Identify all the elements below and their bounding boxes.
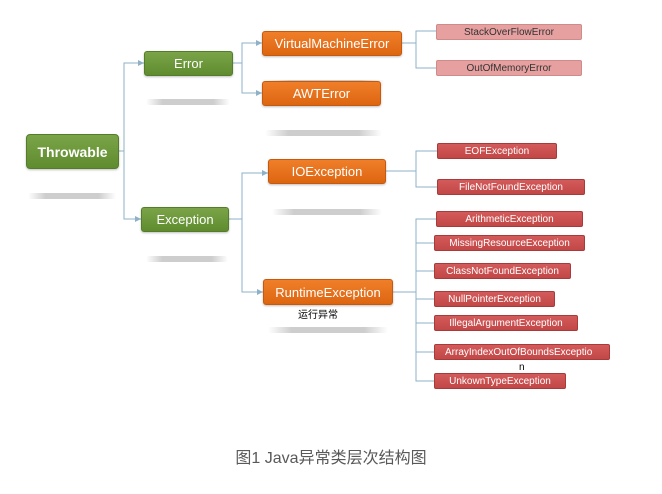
illegal-argument-exception-node: IllegalArgumentException [434, 315, 578, 331]
missing-resource-exception-node: MissingResourceException [434, 235, 585, 251]
virtual-machine-error-node: VirtualMachineError [262, 31, 402, 56]
eof-exception-node: EOFException [437, 143, 557, 159]
figure-caption: 图1 Java异常类层次结构图 [235, 450, 427, 467]
node-shadow [272, 209, 382, 215]
node-shadow [268, 327, 388, 333]
class-not-found-exception-node: ClassNotFoundException [434, 263, 571, 279]
null-pointer-exception-node: NullPointerException [434, 291, 555, 307]
error-node: Error [144, 51, 233, 76]
exception-node: Exception [141, 207, 229, 232]
runtime-exception-node: RuntimeException [263, 279, 393, 305]
throwable-node: Throwable [26, 134, 119, 169]
file-not-found-exception-node: FileNotFoundException [437, 179, 585, 195]
awt-error-node: AWTError [262, 81, 381, 106]
stack-overflow-error-node: StackOverFlowError [436, 24, 582, 40]
node-shadow [265, 130, 382, 136]
node-shadow [28, 193, 116, 199]
node-shadow [146, 256, 228, 262]
array-index-wrap-text: n [519, 362, 525, 373]
array-index-out-of-bounds-exception-node: ArrayIndexOutOfBoundsExceptio [434, 344, 610, 360]
arithmetic-exception-node: ArithmeticException [436, 211, 583, 227]
unknown-type-exception-node: UnkownTypeException [434, 373, 566, 389]
out-of-memory-error-node: OutOfMemoryError [436, 60, 582, 76]
runtime-note: 运行异常 [298, 310, 338, 321]
io-exception-node: IOException [268, 159, 386, 184]
node-shadow [146, 99, 230, 105]
